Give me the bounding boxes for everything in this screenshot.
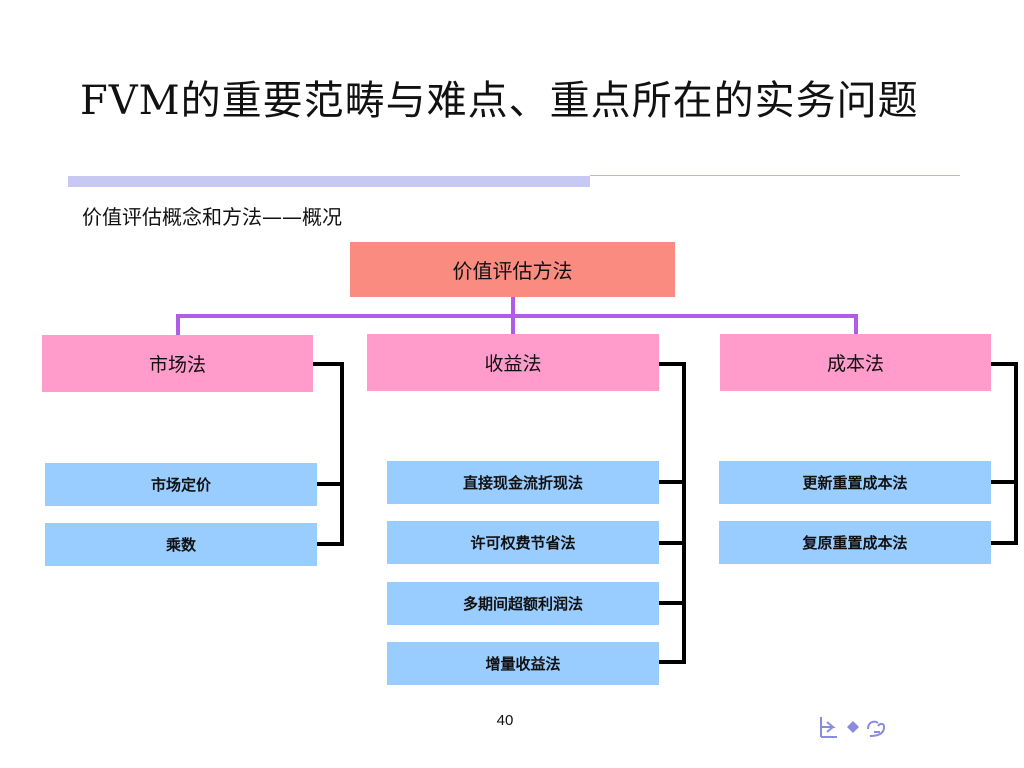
page-number: 40 [496,712,514,729]
bracket-market-child-2 [317,542,344,546]
bracket-market-child-1 [317,482,344,486]
bracket-cost-top [991,362,1018,366]
leaf-income-3: 多期间超额利润法 [387,582,659,625]
leaf-income-2: 许可权费节省法 [387,521,659,564]
slide-subtitle: 价值评估概念和方法——概况 [82,205,342,229]
root-node: 价值评估方法 [350,242,675,297]
leaf-cost-2: 复原重置成本法 [719,521,991,564]
bracket-cost-spine [1014,362,1018,545]
nav-diamond-icon[interactable] [847,721,859,733]
leaf-market-1: 市场定价 [45,463,317,506]
leaf-market-2: 乘数 [45,523,317,566]
bracket-income-top [659,362,686,366]
slide-navigation [818,714,888,740]
bracket-cost-child-1 [991,480,1018,484]
bracket-cost-child-2 [991,541,1018,545]
leaf-income-1: 直接现金流折现法 [387,461,659,504]
nav-back-icon[interactable] [820,717,837,738]
navigation-icons [820,717,886,738]
category-connector-income [511,314,515,335]
category-income: 收益法 [367,334,659,391]
bracket-market-spine [340,362,344,546]
bracket-income-child-2 [659,541,686,545]
category-cost: 成本法 [720,334,991,391]
bracket-income-child-1 [659,480,686,484]
category-market: 市场法 [42,335,313,392]
root-connector-horizontal [176,314,858,318]
bracket-income-child-3 [659,601,686,605]
category-connector-market [176,314,180,335]
bracket-income-child-4 [659,660,686,664]
nav-forward-icon[interactable] [867,720,886,737]
title-rule-thick [68,176,590,187]
leaf-income-4: 增量收益法 [387,642,659,685]
title-rule-thin [590,175,960,176]
leaf-cost-1: 更新重置成本法 [719,461,991,504]
slide-title: FVM的重要范畴与难点、重点所在的实务问题 [80,78,919,124]
bracket-income-spine [682,362,686,664]
category-connector-cost [854,314,858,335]
bracket-market-top [313,362,344,366]
root-connector-vertical [511,296,515,316]
